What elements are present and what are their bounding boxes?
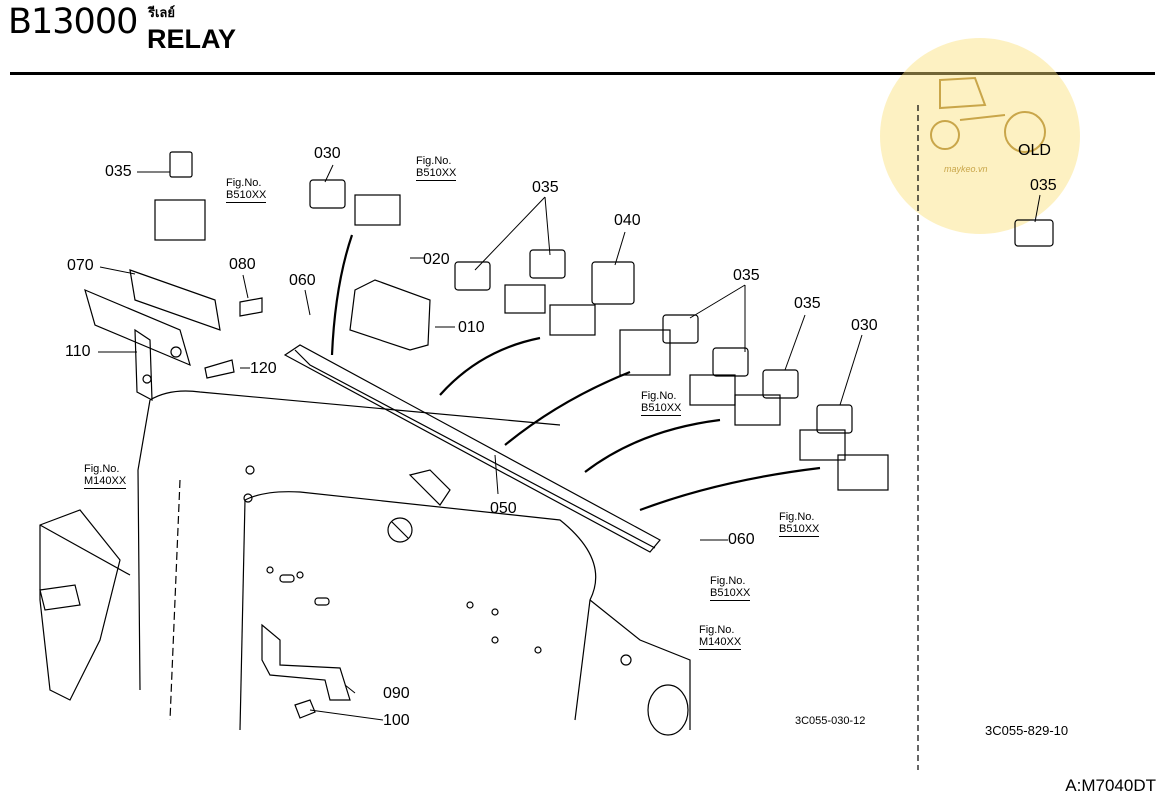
flasher-unit-010 (349, 279, 431, 351)
right-frame (589, 599, 691, 736)
fig-ref[interactable]: Fig.No. B510XX (779, 511, 820, 537)
part-090-label: 090 (383, 685, 410, 702)
part-030-label-left: 030 (314, 145, 341, 162)
side-frame (39, 509, 131, 701)
section-code: B13000 (8, 2, 138, 42)
part-020-label: 020 (423, 251, 450, 268)
fig-ref[interactable]: Fig.No. B510XX (710, 575, 751, 601)
part-050-label: 050 (490, 500, 517, 517)
old-part-label: OLD (1018, 142, 1051, 159)
fig-ref-number: B510XX (226, 189, 267, 203)
section-title-thai: รีเลย์ (148, 5, 176, 20)
fig-ref-prefix: Fig.No. (226, 177, 262, 189)
fig-ref[interactable]: Fig.No. B510XX (226, 177, 267, 203)
fig-ref-number: M140XX (84, 475, 127, 489)
part-100-label: 100 (383, 712, 410, 729)
dashboard-panel (137, 390, 597, 731)
fig-ref-prefix: Fig.No. (779, 511, 815, 523)
part-060-label-right: 060 (728, 531, 755, 548)
tractor-icon (930, 76, 1046, 153)
fig-ref[interactable]: Fig.No. B510XX (641, 390, 682, 416)
part-120-label: 120 (250, 360, 277, 377)
left-bracket-parts (84, 151, 263, 402)
fig-ref-number: B510XX (416, 167, 457, 181)
drawing-code: 3C055-030-12 (795, 715, 866, 727)
side-drawing-code: 3C055-829-10 (985, 723, 1069, 738)
part-035-label-top: 035 (105, 163, 132, 180)
fig-ref-prefix: Fig.No. (84, 463, 120, 475)
watermark-logo (880, 38, 1080, 234)
part-040-label: 040 (614, 212, 641, 229)
part-035-label-mid: 035 (532, 179, 559, 196)
fig-ref-prefix: Fig.No. (641, 390, 677, 402)
part-030-label-right: 030 (851, 317, 878, 334)
fig-ref-prefix: Fig.No. (416, 155, 452, 167)
part-010-label: 010 (458, 319, 485, 336)
fig-ref-number: B510XX (779, 523, 820, 537)
part-060-label-left: 060 (289, 272, 316, 289)
relay-socket-row (354, 194, 889, 491)
fig-ref[interactable]: Fig.No. B510XX (416, 155, 457, 181)
part-035-label-right-b: 035 (794, 295, 821, 312)
fig-ref-number: B510XX (641, 402, 682, 416)
part-035-label-right-a: 035 (733, 267, 760, 284)
section-title: RELAY (147, 24, 237, 54)
bracket-090 (261, 623, 351, 719)
part-070-label: 070 (67, 257, 94, 274)
fig-ref-number: M140XX (699, 636, 742, 650)
part-110-label: 110 (65, 343, 91, 360)
fig-ref-prefix: Fig.No. (699, 624, 735, 636)
bracket-050 (283, 344, 661, 553)
fig-ref-number: B510XX (710, 587, 751, 601)
relays (309, 179, 1054, 434)
part-080-label: 080 (229, 256, 256, 273)
fig-ref-prefix: Fig.No. (710, 575, 746, 587)
assembly-arrows (330, 234, 821, 512)
page-code: A:M7040DT (1065, 776, 1156, 795)
fig-ref[interactable]: Fig.No. M140XX (84, 463, 127, 489)
fig-ref[interactable]: Fig.No. M140XX (699, 624, 742, 650)
watermark-text: maykeo.vn (944, 164, 988, 174)
header-rule (10, 72, 1155, 75)
leader-lines (98, 164, 1041, 721)
old-part-number: 035 (1030, 177, 1057, 194)
